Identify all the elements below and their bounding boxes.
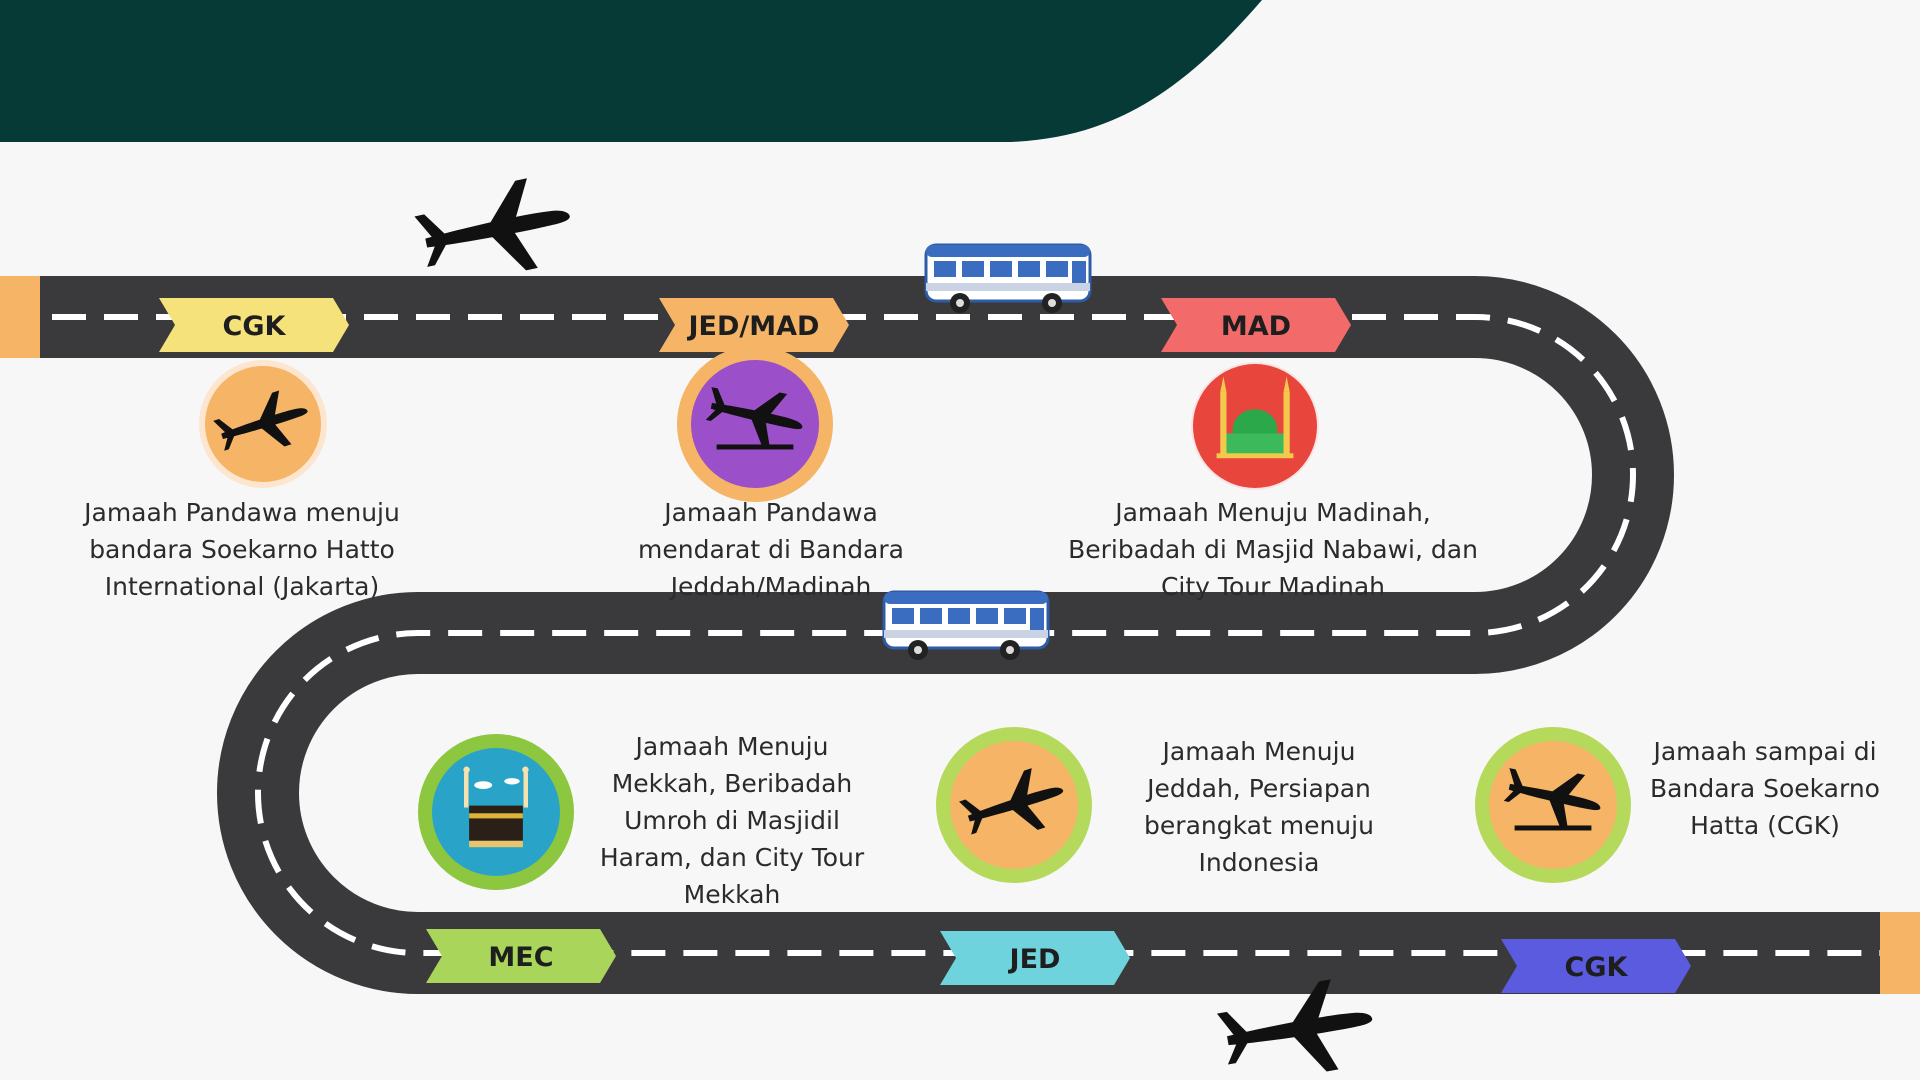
- stop-code-jed-mad-arrive: JED/MAD: [687, 311, 820, 342]
- stop-code-cgk-depart: CGK: [223, 311, 287, 342]
- stop-code-cgk-return: CGK: [1565, 952, 1629, 983]
- plane-landing-icon: [701, 378, 809, 455]
- caption-line: Indonesia: [1198, 848, 1320, 877]
- stop-mec: MEC: [418, 734, 616, 983]
- caption-line: Jamaah Menuju Madinah,: [1115, 498, 1431, 527]
- airplane-top-icon: [411, 171, 579, 291]
- caption-line: Jamaah Menuju: [1162, 737, 1356, 766]
- road-end-cap: [1880, 912, 1920, 994]
- stop-code-mad: MAD: [1221, 311, 1291, 342]
- caption-line: Haram, dan City Tour: [599, 843, 865, 872]
- stop-caption-mad: Jamaah Menuju Madinah, Beribadah di Masji…: [1043, 494, 1503, 605]
- stop-tag-jed-mad-arrive: [659, 298, 849, 352]
- stop-cgk-depart: CGK: [159, 298, 349, 488]
- stop-tag-mad: [1161, 298, 1351, 352]
- stop-tag-mec: [426, 929, 616, 983]
- stop-tag-cgk-return: [1501, 939, 1691, 993]
- stop-tag-jed: [940, 931, 1130, 985]
- caption-line: Jeddah, Persiapan: [1147, 774, 1371, 803]
- caption-line: Mekkah, Beribadah: [611, 769, 853, 798]
- stop-code-mec: MEC: [488, 942, 553, 973]
- stop-code-jed: JED: [1008, 944, 1061, 975]
- stop-jed-mad-arrive: JED/MAD: [659, 298, 849, 502]
- stop-cgk-return: CGK: [1475, 727, 1691, 993]
- caption-line: Jamaah sampai di: [1653, 737, 1877, 766]
- stop-mad: MAD: [1161, 298, 1351, 490]
- caption-line: City Tour Madinah: [1160, 572, 1386, 601]
- caption-line: Beribadah di Masjid Nabawi, dan: [1068, 535, 1478, 564]
- caption-line: Mekkah: [683, 880, 781, 909]
- plane-landing-icon: [1499, 759, 1607, 836]
- caption-line: bandara Soekarno Hatto: [89, 535, 395, 564]
- mosque-icon: [1216, 376, 1294, 459]
- caption-line: Umroh di Masjidil: [624, 806, 840, 835]
- caption-line: Jamaah Pandawa menuju: [84, 498, 400, 527]
- caption-line: mendarat di Bandara: [638, 535, 904, 564]
- stop-caption-cgk-depart: Jamaah Pandawa menuju bandara Soekarno Ha…: [32, 494, 452, 605]
- caption-line: berangkat menuju: [1144, 811, 1374, 840]
- stop-tag-cgk-depart: [159, 298, 349, 352]
- road-start-cap: [0, 276, 40, 358]
- caption-line: International (Jakarta): [104, 572, 380, 601]
- caption-line: Jamaah Pandawa: [664, 498, 878, 527]
- caption-line: Jamaah Menuju: [635, 732, 829, 761]
- kaaba-icon: [463, 766, 529, 848]
- header-banner: [0, 0, 1262, 142]
- caption-line: Bandara Soekarno: [1650, 774, 1880, 803]
- caption-line: Hatta (CGK): [1690, 811, 1840, 840]
- caption-line: Jeddah/Madinah: [670, 572, 872, 601]
- stop-jed: JED: [936, 727, 1130, 985]
